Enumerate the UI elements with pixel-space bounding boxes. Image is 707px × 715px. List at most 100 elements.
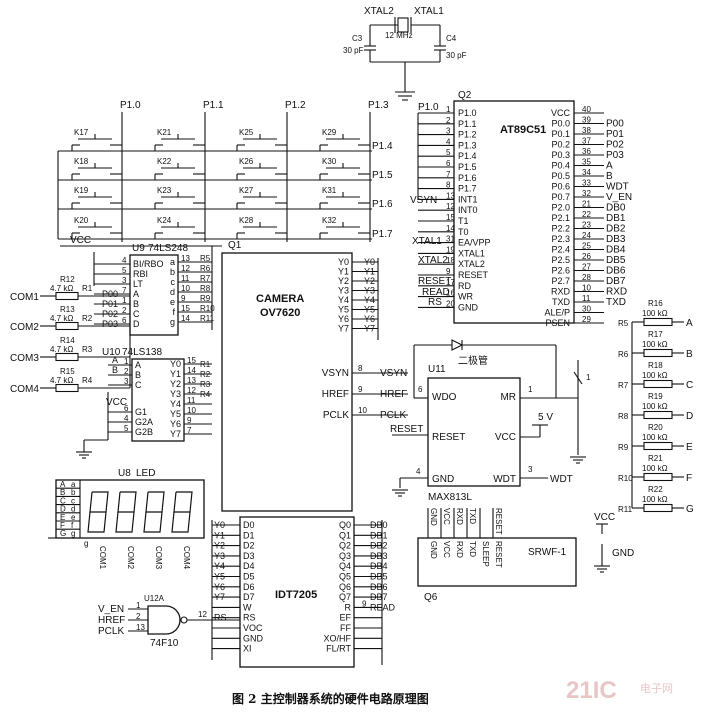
crystal-xtal2-label: XTAL2	[364, 6, 394, 17]
com-label-COM4: COM4	[10, 384, 39, 395]
rnet-out-G: G	[686, 504, 694, 515]
led-digit	[87, 511, 107, 533]
fifo-net-Y4: Y4	[214, 561, 225, 571]
rnet-r-ref: R5	[618, 319, 629, 328]
mcu-pin-RESET: RESET	[458, 270, 489, 280]
srwf-net-RESET: RESET	[494, 508, 503, 535]
fifo-net-Y0: Y0	[214, 520, 225, 530]
u10-pin-num: 9	[187, 416, 192, 425]
com-res-value: 4.7 kΩ	[50, 345, 73, 354]
rnet-rn-ref: R16	[648, 299, 663, 308]
u9-input-P01: P01	[102, 299, 118, 309]
com-label-COM1: COM1	[10, 292, 39, 303]
led-body	[55, 479, 205, 539]
led-com-label-3: COM4	[182, 546, 191, 570]
keypad-col-label-3: P1.3	[368, 100, 389, 111]
rnet-r-ref: R11	[618, 505, 633, 514]
mcu-pin-num: 25	[582, 242, 591, 251]
mcu-net-DB5: DB5	[606, 255, 626, 266]
u9-res-R5: R5	[200, 254, 211, 263]
u10-pin-A: A	[135, 360, 141, 370]
figure-caption: 图 2 主控制器系统的硬件电路原理图	[232, 691, 429, 706]
mcu-net-A: A	[606, 161, 613, 172]
camera-net-VSYN: VSYN	[380, 368, 407, 379]
rnet-out-B: B	[686, 349, 693, 360]
led-com-label-0: COM1	[98, 546, 107, 570]
max-pin-num: 1	[528, 385, 533, 394]
camera-net-Y0: Y0	[364, 257, 375, 267]
power-gnd-label: GND	[612, 548, 634, 559]
mcu-net-DB6: DB6	[606, 266, 626, 277]
u9-pin-LT: LT	[133, 279, 143, 289]
u10-ref: U10	[102, 347, 121, 358]
fifo-net-DB5: DB5	[370, 572, 388, 582]
max-pin-reset: RESET	[432, 432, 465, 443]
mcu-pin-num: 21	[582, 200, 591, 209]
led-seg-low-A: a	[71, 480, 76, 489]
rnet-out-D: D	[686, 411, 693, 422]
u10-res-R2: R2	[200, 370, 211, 379]
rnet-value: 100 kΩ	[642, 371, 668, 380]
mcu-net-DB2: DB2	[606, 224, 626, 235]
srwf-ref: Q6	[424, 592, 438, 603]
u10-pin-num: 7	[187, 426, 192, 435]
keypad-col-label-0: P1.0	[120, 100, 141, 111]
led-ref: U8	[118, 468, 131, 479]
mcu-pin-num: 7	[446, 170, 451, 179]
nand-in-num: 2	[136, 612, 141, 621]
camera-pin-num: 9	[358, 385, 363, 394]
mcu-pin-num: 34	[582, 168, 591, 177]
mcu-pin-num: 24	[582, 231, 591, 240]
mcu-net-P00: P00	[606, 119, 624, 130]
mcu-pin-num: 33	[582, 179, 591, 188]
mcu-pin-T1: T1	[458, 216, 469, 226]
mcu-pin-P0.3: P0.3	[551, 150, 570, 160]
power-vcc-label: VCC	[594, 512, 615, 523]
fifo-pin-D2: D2	[243, 541, 255, 551]
mcu-pin-num: 6	[446, 159, 451, 168]
led-digit	[143, 511, 163, 533]
rnet-value: 100 kΩ	[642, 464, 668, 473]
mcu-net-DB7: DB7	[606, 276, 626, 287]
mcu-pin-num: 28	[582, 273, 591, 282]
u10-pin-num: 5	[124, 424, 129, 433]
watchdog-max813l: U11MAX813LWDORESETGNDMRVCCWDT6二极管11RESET…	[390, 339, 591, 503]
srwf-net-GND: GND	[429, 508, 438, 526]
srwf-net-TXD: TXD	[468, 508, 477, 524]
fifo-body	[239, 516, 355, 668]
u10-pin-Y4: Y4	[170, 399, 181, 409]
led-digit	[117, 491, 137, 513]
u10-pin-Y6: Y6	[170, 419, 181, 429]
rnet-value: 100 kΩ	[642, 309, 668, 318]
led-seg-low-F: f	[71, 521, 74, 530]
u9-ref: U9	[132, 243, 145, 254]
fifo-net-DB6: DB6	[370, 582, 388, 592]
com-res-ref: R12	[60, 275, 75, 284]
mcu-pin-P1.5: P1.5	[458, 162, 477, 172]
u9-vcc-label: VCC	[70, 235, 91, 246]
fifo-pin-R: R	[345, 602, 352, 612]
mcu-pin-num: 38	[582, 126, 591, 135]
rnet-out-F: F	[686, 473, 692, 484]
mcu-pin-P1.3: P1.3	[458, 140, 477, 150]
u10-pin-Y1: Y1	[170, 369, 181, 379]
mcu-pin-num: 17	[446, 278, 455, 287]
mcu-pin-ALE/P: ALE/P	[544, 308, 570, 318]
fifo-pin-Q0: Q0	[339, 520, 351, 530]
mcu-pin-P2.3: P2.3	[551, 234, 570, 244]
mcu-pin-P1.1: P1.1	[458, 119, 477, 129]
led-seg-F: F	[60, 521, 65, 530]
nand-in-num: 1	[136, 601, 141, 610]
rnet-rn-ref: R18	[648, 361, 663, 370]
u9-res-R10: R10	[200, 304, 215, 313]
mcu-pin-XTAL1: XTAL1	[458, 248, 485, 258]
u10-body	[131, 358, 185, 442]
led-digit	[173, 491, 193, 513]
fifo-pin-RS: RS	[243, 613, 256, 623]
fifo-net-READ: READ	[370, 602, 396, 612]
camera-net-Y7: Y7	[364, 324, 375, 334]
